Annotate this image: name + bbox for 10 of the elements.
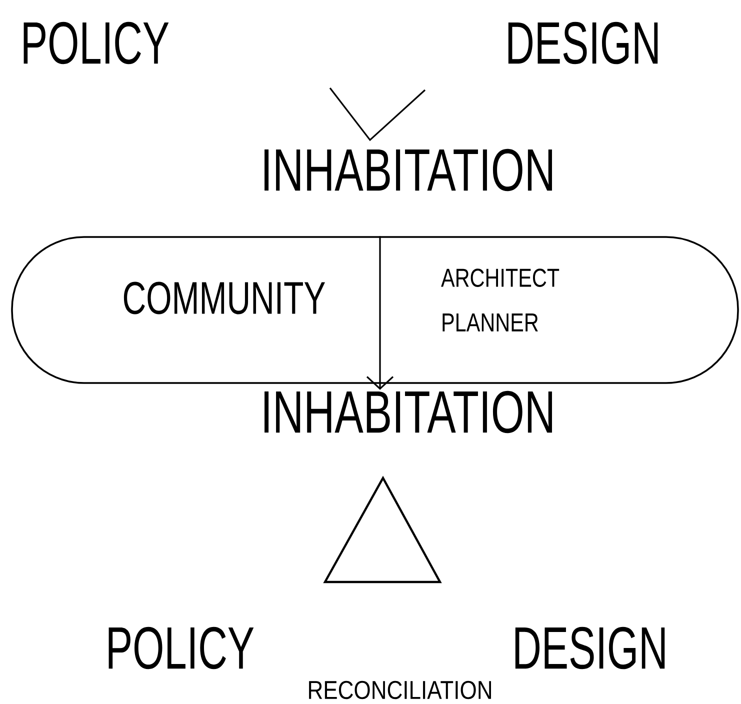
word-label: INHABITATION bbox=[264, 390, 552, 434]
band-text: COMMUNITY bbox=[124, 282, 325, 314]
arrow bbox=[366, 236, 394, 390]
word-label: POLICY bbox=[108, 626, 254, 670]
word-label: DESIGN bbox=[515, 626, 665, 670]
word-label: INHABITATION bbox=[264, 148, 552, 192]
word-label: DESIGN bbox=[508, 22, 658, 64]
band-text: ARCHITECT PLANNER bbox=[441, 268, 560, 332]
word-label: POLICY bbox=[24, 22, 169, 64]
caption-label: RECONCILIATION bbox=[309, 680, 491, 700]
